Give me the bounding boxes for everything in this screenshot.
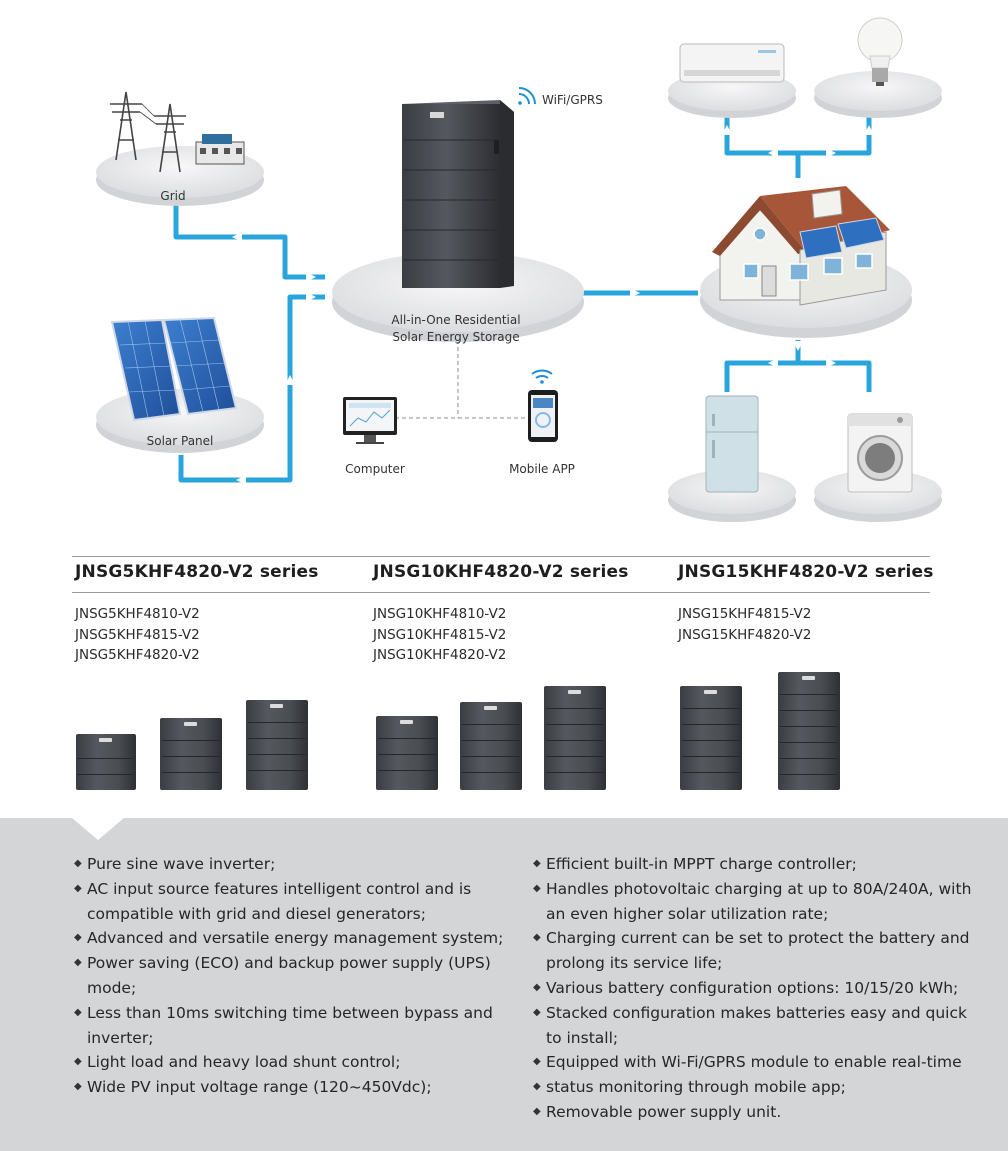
model-list: JNSG10KHF4810-V2 JNSG10KHF4815-V2 JNSG10…: [373, 604, 629, 666]
features-list-left: Pure sine wave inverter; AC input source…: [74, 852, 504, 1100]
feature-item: Power saving (ECO) and backup power supp…: [74, 951, 504, 1001]
mobile-wifi-icon: [531, 369, 553, 384]
solar-panel-icon: [110, 316, 238, 422]
model-item: JNSG10KHF4815-V2: [373, 626, 507, 643]
panel-notch: [72, 818, 124, 840]
storage-cabinet-icon: [402, 100, 514, 288]
refrigerator-node: [668, 395, 796, 522]
model-item: JNSG5KHF4820-V2: [75, 647, 200, 663]
series-title: JNSG15KHF4820-V2 series: [678, 562, 934, 582]
computer-label: Computer: [345, 462, 405, 476]
mobile-app-label: Mobile APP: [509, 462, 575, 476]
battery-unit-icon: [246, 700, 308, 790]
feature-item: Handles photovoltaic charging at up to 8…: [533, 877, 983, 927]
model-item: JNSG5KHF4810-V2: [75, 606, 200, 622]
refrigerator-icon: [705, 395, 759, 493]
solar-panel-node: Solar Panel: [96, 316, 264, 453]
smartphone-icon: [528, 390, 558, 442]
divider-bottom: [72, 592, 930, 593]
model-list: JNSG5KHF4810-V2 JNSG5KHF4815-V2 JNSG5KHF…: [75, 604, 319, 666]
divider-top: [72, 556, 930, 557]
battery-unit-icon: [160, 718, 222, 790]
battery-unit-images: [0, 672, 1008, 790]
computer-icon: [343, 397, 397, 444]
model-item: JNSG15KHF4815-V2: [678, 606, 812, 622]
feature-item: Various battery configuration options: 1…: [533, 976, 983, 1001]
model-item: JNSG10KHF4820-V2: [373, 647, 507, 663]
flow-arrows: [232, 125, 874, 485]
feature-item: Efficient built-in MPPT charge controlle…: [533, 852, 983, 877]
storage-label-line2: Solar Energy Storage: [392, 330, 519, 344]
feature-item: Charging current can be set to protect t…: [533, 926, 983, 976]
grid-node: Grid: [96, 91, 264, 206]
features-panel: Pure sine wave inverter; AC input source…: [0, 818, 1008, 1151]
series-15k: JNSG15KHF4820-V2 series JNSG15KHF4815-V2…: [678, 562, 934, 645]
washing-machine-node: [814, 413, 942, 522]
wifi-icon: [518, 87, 536, 105]
monitoring-links: [395, 340, 528, 419]
battery-unit-icon: [76, 734, 136, 790]
grid-label: Grid: [160, 189, 185, 203]
energy-flow-lines: [173, 112, 872, 483]
feature-item: Advanced and versatile energy management…: [74, 926, 504, 951]
series-title: JNSG10KHF4820-V2 series: [373, 562, 629, 582]
feature-item: Wide PV input voltage range (120~450Vdc)…: [74, 1075, 504, 1100]
solar-panel-label: Solar Panel: [147, 434, 214, 448]
battery-unit-icon: [778, 672, 840, 790]
battery-unit-icon: [376, 716, 438, 790]
light-bulb-node: [814, 17, 942, 118]
feature-item: Less than 10ms switching time between by…: [74, 1001, 504, 1051]
system-diagram: Grid Solar Panel: [96, 17, 942, 522]
series-10k: JNSG10KHF4820-V2 series JNSG10KHF4810-V2…: [373, 562, 629, 666]
battery-unit-icon: [680, 686, 742, 790]
product-series-section: JNSG5KHF4820-V2 series JNSG5KHF4810-V2 J…: [0, 540, 1008, 820]
feature-item: status monitoring through mobile app;: [533, 1075, 983, 1100]
house-node: [700, 186, 912, 338]
series-title: JNSG5KHF4820-V2 series: [75, 562, 319, 582]
battery-unit-icon: [544, 686, 606, 790]
air-conditioner-node: [668, 43, 796, 118]
feature-item: Removable power supply unit.: [533, 1100, 983, 1125]
storage-label-line1: All-in-One Residential: [391, 313, 520, 327]
feature-item: Light load and heavy load shunt control;: [74, 1050, 504, 1075]
feature-item: Stacked configuration makes batteries ea…: [533, 1001, 983, 1051]
mobile-node: Mobile APP: [509, 369, 575, 476]
battery-unit-icon: [460, 702, 522, 790]
model-list: JNSG15KHF4815-V2 JNSG15KHF4820-V2: [678, 604, 934, 645]
model-item: JNSG5KHF4815-V2: [75, 626, 200, 643]
computer-node: Computer: [343, 397, 405, 476]
series-5k: JNSG5KHF4820-V2 series JNSG5KHF4810-V2 J…: [75, 562, 319, 666]
feature-item: Pure sine wave inverter;: [74, 852, 504, 877]
washing-machine-icon: [847, 413, 913, 493]
power-plant-icon: [195, 134, 245, 165]
features-list-right: Efficient built-in MPPT charge controlle…: [533, 852, 983, 1125]
feature-item: AC input source features intelligent con…: [74, 877, 504, 927]
light-bulb-icon: [857, 17, 903, 86]
air-conditioner-icon: [679, 43, 785, 83]
wifi-gprs-label: WiFi/GPRS: [542, 93, 603, 107]
house-icon: [712, 186, 890, 306]
model-item: JNSG10KHF4810-V2: [373, 606, 507, 622]
feature-item: Equipped with Wi-Fi/GPRS module to enabl…: [533, 1050, 983, 1075]
model-item: JNSG15KHF4820-V2: [678, 626, 812, 643]
storage-node: WiFi/GPRS All-in-One Residential Solar E…: [332, 87, 603, 344]
transmission-tower-icon: [110, 91, 186, 173]
